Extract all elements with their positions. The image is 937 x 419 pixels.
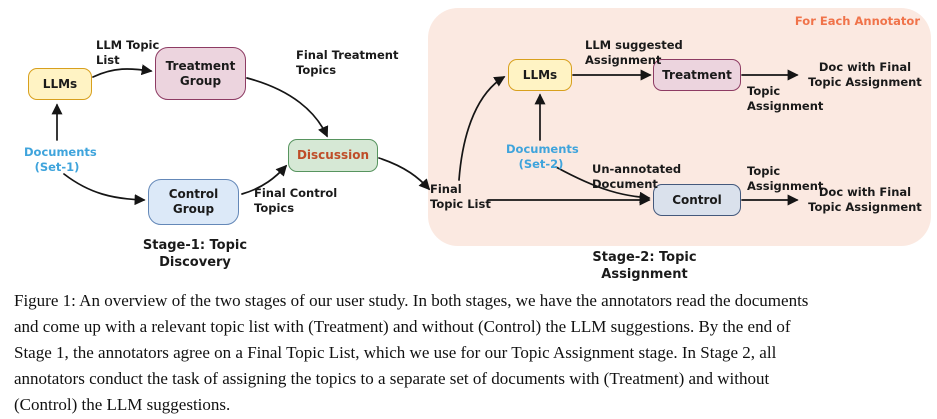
label-documents-set1: Documents (Set-1) (24, 145, 97, 174)
stage1-caption: Stage-1: Topic Discovery (142, 238, 248, 270)
arrow-treatment-group-to-discussion (246, 77, 329, 138)
arrow-llms-to-treatment-group (92, 64, 153, 78)
label-documents-set2: Documents (Set-2) (506, 142, 579, 171)
label-final-control-topics: Final Control Topics (254, 186, 338, 215)
label-doc-with-final-bottom: Doc with Final Topic Assignment (808, 185, 922, 214)
stage2-caption: Stage-2: Topic Assignment (592, 250, 697, 282)
label-final-treatment-topics: Final Treatment Topics (296, 48, 399, 77)
node-treatment: Treatment (653, 59, 741, 91)
label-un-annotated-document: Un-annotated Document (592, 162, 682, 191)
caption-line: annotators conduct the task of assigning… (14, 369, 770, 388)
label-final-topic-list: Final Topic List (430, 182, 491, 211)
node-control: Control (653, 184, 741, 216)
caption-line: and come up with a relevant topic list w… (14, 317, 791, 336)
arrow-discussion-to-final-topic-list (378, 157, 431, 191)
node-treatment-group: Treatment Group (155, 47, 246, 100)
caption-line: (Control) the LLM suggestions. (14, 395, 231, 414)
node-control-group: Control Group (148, 179, 239, 225)
label-doc-with-final-top: Doc with Final Topic Assignment (808, 60, 922, 89)
arrow-documents1-to-control-group (63, 173, 146, 206)
node-discussion: Discussion (288, 139, 378, 172)
label-topic-assignment-top: Topic Assignment (747, 84, 824, 113)
label-llm-topic-list: LLM Topic List (96, 38, 160, 67)
label-for-each-annotator: For Each Annotator (794, 14, 920, 28)
node-llms-stage2: LLMs (508, 59, 572, 91)
caption-line: Stage 1, the annotators agree on a Final… (14, 343, 777, 362)
label-topic-assignment-bottom: Topic Assignment (747, 164, 824, 193)
figure-caption: Figure 1: An overview of the two stages … (14, 288, 929, 418)
caption-line: Figure 1: An overview of the two stages … (14, 291, 809, 310)
label-llm-suggested-assignment: LLM suggested Assignment (585, 38, 683, 67)
node-llms-stage1: LLMs (28, 68, 92, 100)
study-flow-diagram: LLMs Treatment Group Control Group Discu… (24, 8, 931, 282)
